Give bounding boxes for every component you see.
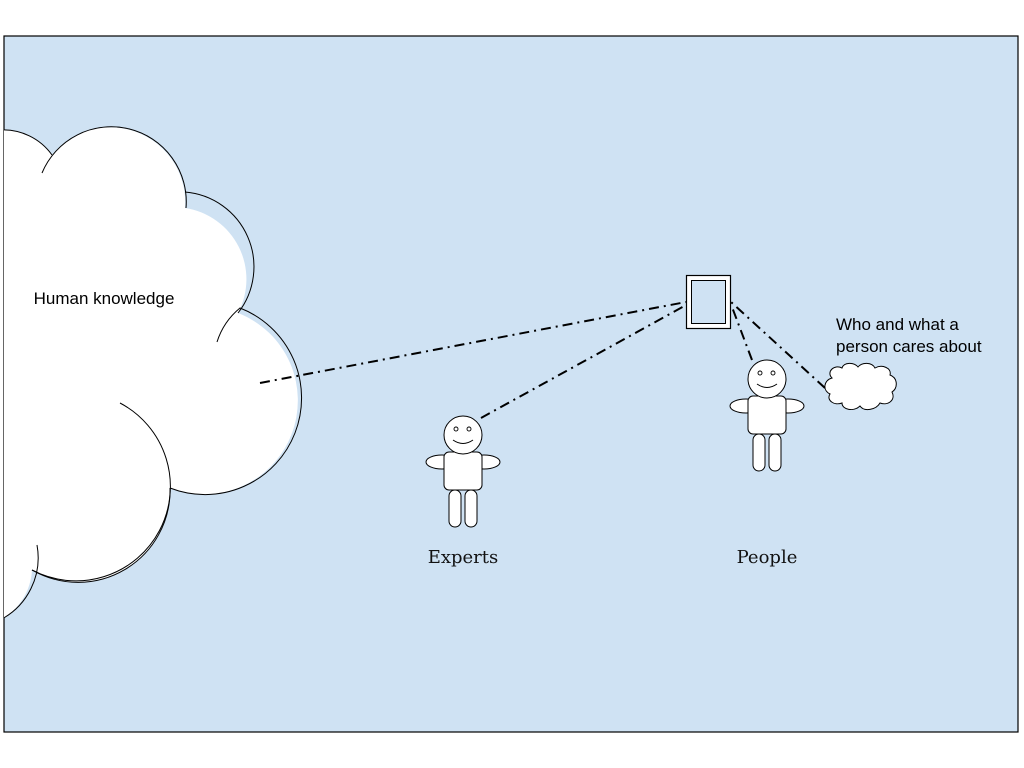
human-knowledge-cloud[interactable] — [0, 126, 302, 620]
cares-about-label-line2: person cares about — [836, 337, 982, 356]
cares-about-label-line1: Who and what a — [836, 315, 959, 334]
people-person-icon[interactable] — [729, 359, 805, 472]
human-knowledge-label: Human knowledge — [34, 289, 175, 308]
edge-experts-device — [480, 303, 689, 419]
experts-person-icon[interactable] — [425, 415, 501, 528]
cares-about-cloud[interactable] — [824, 362, 897, 411]
device-icon[interactable] — [685, 274, 732, 330]
experts-label: Experts — [428, 547, 499, 568]
connectors — [259, 301, 826, 419]
edge-knowledge-device — [259, 301, 687, 384]
people-label: People — [737, 547, 798, 568]
edge-people-device — [731, 306, 753, 361]
